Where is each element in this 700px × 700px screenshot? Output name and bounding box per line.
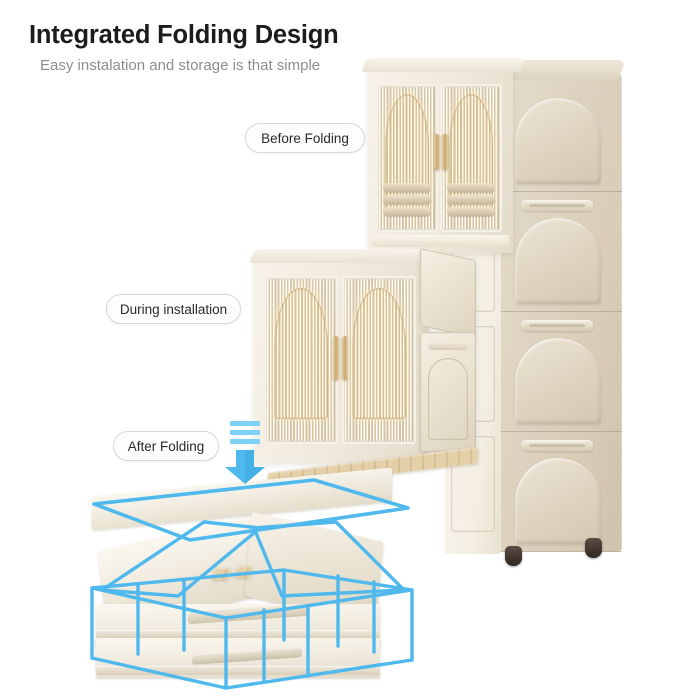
recessed-handle: [428, 342, 468, 350]
glass-door-right: [440, 84, 502, 232]
glass-door-right: [342, 276, 416, 444]
arrow-bar: [230, 430, 260, 435]
arch-glass-inset: [352, 287, 406, 419]
arrow-bar: [230, 439, 260, 444]
tall-cabinet-unit: [445, 60, 627, 572]
tall-cabinet-module: [497, 72, 622, 192]
cabinet-top: [249, 249, 437, 263]
page-subtitle: Easy instalation and storage is that sim…: [40, 57, 321, 74]
towel: [447, 207, 495, 216]
folded-flat-stack: [92, 467, 396, 685]
cabinet-top: [361, 58, 526, 72]
callout-label: After Folding: [127, 438, 205, 454]
folded-volume-outline: [90, 478, 414, 690]
glass-door-left: [376, 84, 438, 232]
cabinet-during-installation: [249, 248, 478, 489]
callout-label: During installation: [119, 301, 228, 317]
folded-layer-edge: [96, 630, 380, 639]
glass-door-left: [264, 276, 338, 444]
arch-panel: [515, 458, 601, 544]
recessed-handle: [521, 200, 593, 211]
collapse-down-arrow-icon: [225, 421, 265, 484]
page-title: Integrated Folding Design: [29, 21, 339, 49]
door-handle: [333, 336, 339, 380]
arch-panel: [428, 358, 468, 440]
callout-before-folding[interactable]: Before Folding: [245, 123, 365, 153]
tall-cabinet-module: [497, 312, 622, 432]
arch-glass-inset: [274, 287, 328, 419]
arch-glass-inset: [384, 94, 430, 210]
tall-cabinet-side: [484, 60, 627, 552]
callout-during-installation[interactable]: During installation: [106, 294, 241, 324]
cabinet-before-folding: [361, 58, 526, 253]
towel: [383, 207, 431, 216]
arch-panel: [515, 98, 601, 184]
arch-panel: [515, 218, 601, 304]
caster-wheel: [505, 546, 522, 566]
callout-label: Before Folding: [261, 130, 349, 146]
arrow-bar: [230, 421, 260, 426]
arrow-shade: [245, 450, 265, 484]
towel: [383, 195, 431, 204]
towel: [383, 183, 431, 192]
arch-glass-inset: [448, 94, 494, 210]
tall-cabinet-module: [497, 192, 622, 312]
recessed-handle: [521, 440, 593, 451]
recessed-handle: [521, 320, 593, 331]
callout-after-folding[interactable]: After Folding: [113, 431, 219, 461]
caster-wheel: [585, 538, 602, 558]
tall-cabinet-module: [497, 432, 622, 552]
towel: [447, 195, 495, 204]
door-handle: [434, 134, 440, 170]
door-handle: [342, 336, 348, 380]
folding-flap-upper: [420, 248, 476, 338]
folding-flap-lower: [420, 332, 476, 452]
towel: [447, 183, 495, 192]
door-handle: [442, 134, 448, 170]
cabinet-base-rail: [372, 235, 509, 247]
arch-panel: [515, 338, 601, 424]
folded-layer-edge: [96, 666, 380, 675]
